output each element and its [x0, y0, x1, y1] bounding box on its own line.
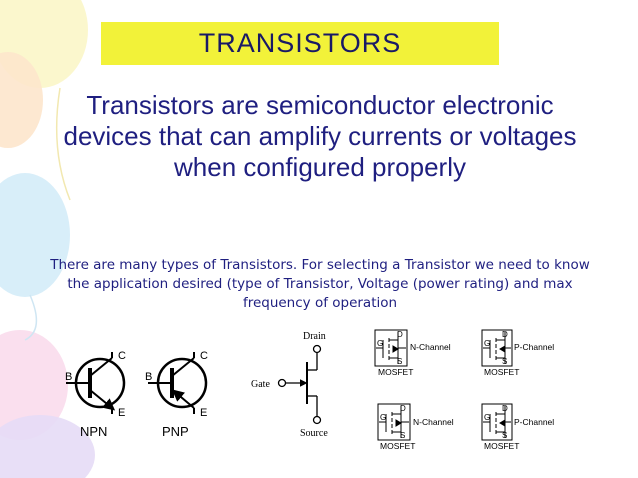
pnp-collector-label: C: [200, 350, 208, 362]
npn-base-label: B: [65, 371, 72, 383]
jfet-drain-label: Drain: [303, 331, 326, 342]
mosfet-p-bottom-d: D: [502, 404, 508, 413]
jfet-symbol: [277, 344, 322, 425]
mosfet-p-bottom-channel: P-Channel: [514, 417, 554, 427]
mosfet-n-top-g: G: [377, 339, 383, 348]
mosfet-n-top-s: S: [397, 357, 402, 366]
pnp-base-label: B: [145, 371, 152, 383]
mosfet-n-bottom-s: S: [400, 431, 405, 440]
slide-title: TRANSISTORS: [198, 28, 402, 58]
mosfet-p-bottom-g: G: [484, 413, 490, 422]
mosfet-p-top-g: G: [484, 339, 490, 348]
mosfet-p-top-type: MOSFET: [484, 367, 519, 377]
jfet-gate-label: Gate: [251, 379, 270, 390]
balloon-orange: [0, 52, 43, 148]
pnp-emitter-label: E: [200, 407, 207, 419]
selection-note: There are many types of Transistors. For…: [50, 257, 590, 311]
balloon-blue: [0, 173, 70, 297]
npn-symbol: [66, 352, 126, 414]
mosfet-n-bottom: [377, 403, 411, 441]
mosfet-n-top-channel: N-Channel: [410, 342, 451, 352]
balloon-string-2: [24, 294, 38, 341]
mosfet-n-bottom-channel: N-Channel: [413, 417, 454, 427]
balloon-string: [55, 87, 71, 201]
mosfet-p-bottom-type: MOSFET: [484, 441, 519, 451]
mosfet-p-top-d: D: [502, 330, 508, 339]
npn-emitter-label: E: [118, 407, 125, 419]
npn-collector-label: C: [118, 350, 126, 362]
balloon-lavender: [0, 415, 95, 478]
pnp-symbol: [148, 352, 208, 414]
balloon-pink: [0, 330, 68, 440]
transistor-symbols: B C E NPN B C E PNP Drai: [65, 329, 554, 451]
mosfet-n-top-d: D: [397, 330, 403, 339]
mosfet-n-top: [374, 329, 408, 367]
main-definition: Transistors are semiconductor electronic…: [63, 90, 577, 182]
mosfet-p-bottom-s: S: [502, 431, 507, 440]
jfet-source-label: Source: [300, 428, 328, 439]
title-banner: TRANSISTORS: [101, 22, 499, 65]
mosfet-n-bottom-d: D: [400, 404, 406, 413]
mosfet-n-bottom-g: G: [380, 413, 386, 422]
mosfet-p-top-s: S: [502, 357, 507, 366]
mosfet-p-bottom: [481, 403, 513, 441]
mosfet-n-bottom-type: MOSFET: [380, 441, 415, 451]
mosfet-p-top: [481, 329, 513, 367]
mosfet-p-top-channel: P-Channel: [514, 342, 554, 352]
pnp-label: PNP: [162, 424, 189, 439]
npn-label: NPN: [80, 424, 107, 439]
mosfet-n-top-type: MOSFET: [378, 367, 413, 377]
